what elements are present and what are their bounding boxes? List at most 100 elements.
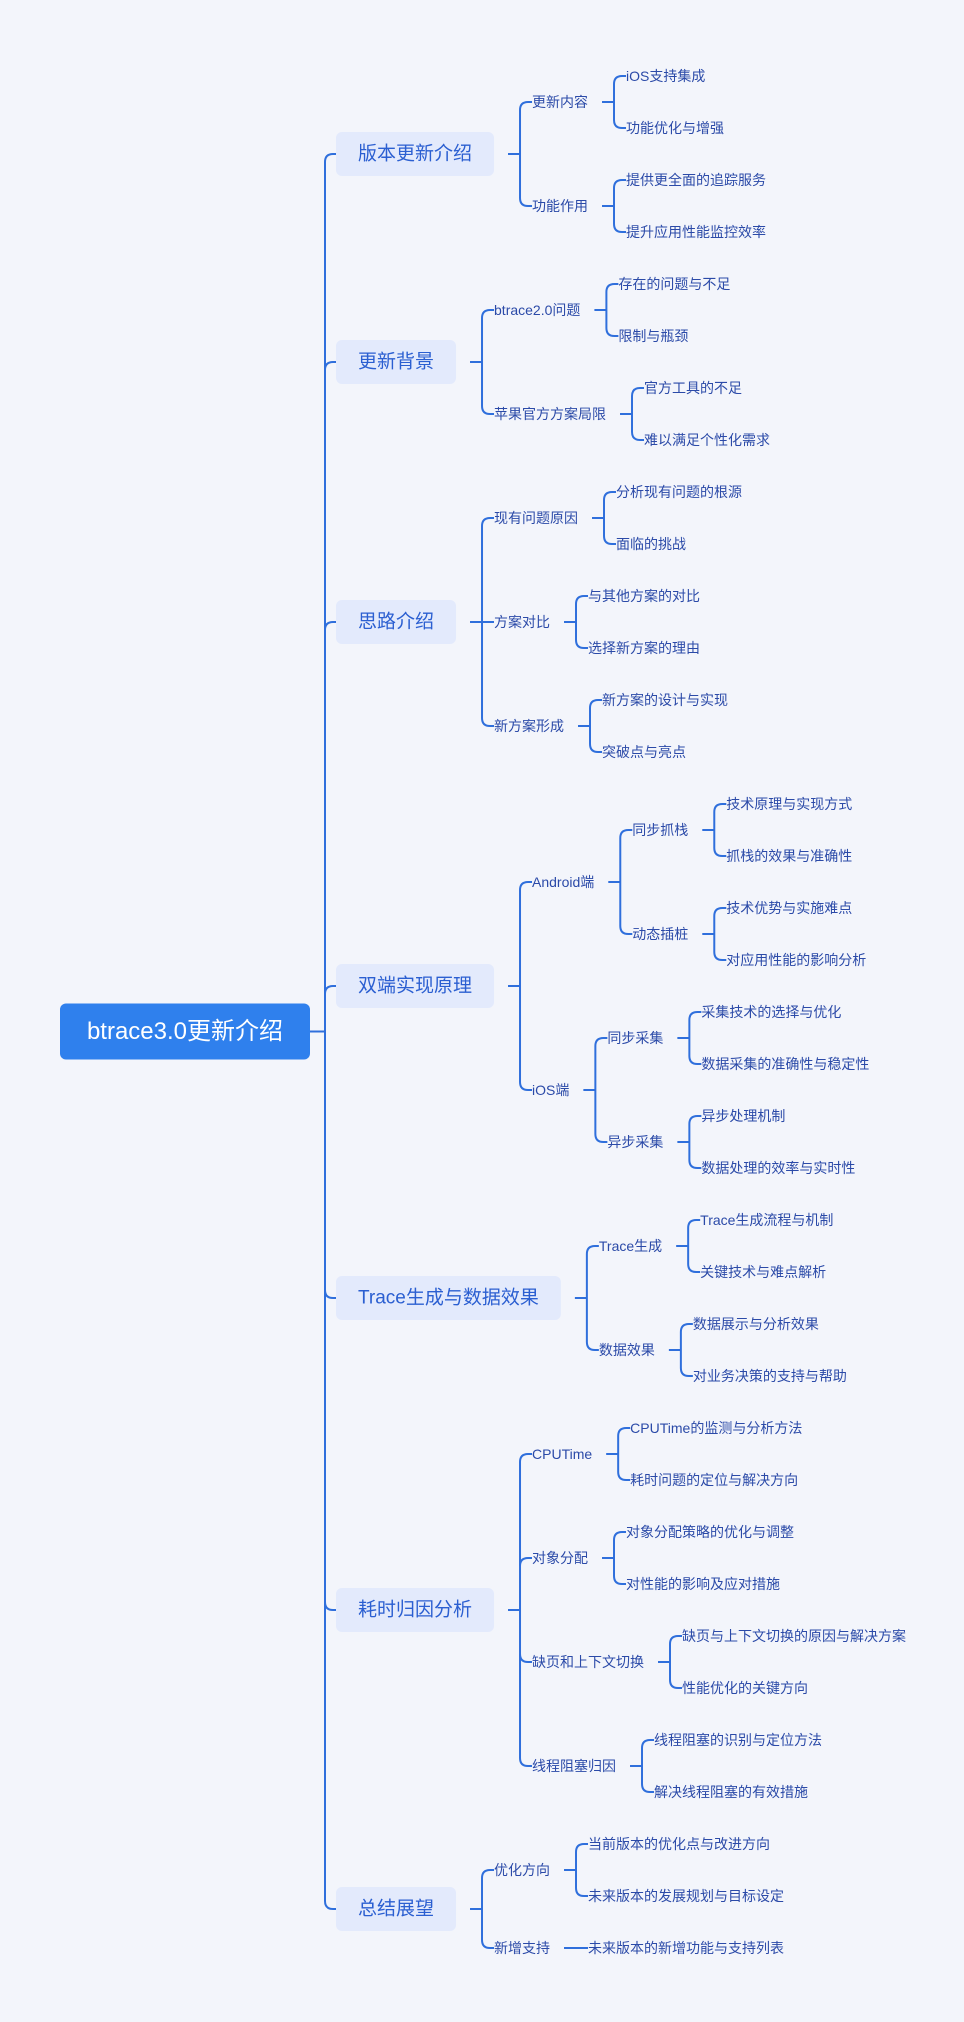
- leaf-topic[interactable]: 官方工具的不足: [644, 380, 742, 396]
- leaf-topic[interactable]: 功能优化与增强: [626, 120, 724, 136]
- root-node[interactable]: btrace3.0更新介绍: [60, 1003, 310, 1060]
- leaf-topic[interactable]: 对业务决策的支持与帮助: [693, 1368, 847, 1384]
- connector-line: [688, 1055, 702, 1065]
- subtopic-node[interactable]: 更新内容: [532, 94, 588, 110]
- leaf-topic-label: 异步处理机制: [701, 1108, 785, 1124]
- leaf-topic[interactable]: 抓栈的效果与准确性: [726, 848, 852, 864]
- leaf-topic[interactable]: 技术优势与实施难点: [726, 900, 852, 916]
- leaf-topic[interactable]: 解决线程阻塞的有效措施: [654, 1784, 808, 1800]
- branch-node-box: [336, 1887, 457, 1931]
- leaf-topic[interactable]: 对象分配策略的优化与调整: [626, 1524, 794, 1540]
- leaf-topic-label: 存在的问题与不足: [618, 276, 730, 292]
- subtopic-node[interactable]: 功能作用: [532, 198, 588, 214]
- leaf-topic[interactable]: 数据展示与分析效果: [693, 1316, 819, 1332]
- leaf-topic[interactable]: 对应用性能的影响分析: [726, 952, 866, 968]
- connector-line: [324, 361, 336, 371]
- connector-line: [481, 405, 495, 415]
- subtopic-node[interactable]: iOS端: [532, 1082, 569, 1098]
- leaf-topic[interactable]: 当前版本的优化点与改进方向: [588, 1836, 770, 1852]
- leaf-topic[interactable]: 数据处理的效率与实时性: [701, 1160, 855, 1176]
- leaf-topic[interactable]: 耗时问题的定位与解决方向: [630, 1472, 798, 1488]
- subtopic-node[interactable]: 新方案形成: [494, 718, 564, 734]
- leaf-topic[interactable]: 限制与瓶颈: [618, 328, 688, 344]
- subtopic-node[interactable]: 数据效果: [599, 1342, 655, 1358]
- leaf-topic-label: 选择新方案的理由: [588, 640, 700, 656]
- branch-node[interactable]: 双端实现原理: [336, 964, 495, 1008]
- subtopic-node[interactable]: 同步采集: [607, 1030, 663, 1046]
- leaf-topic[interactable]: 性能优化的关键方向: [682, 1680, 808, 1696]
- branch-node[interactable]: 版本更新介绍: [336, 132, 495, 176]
- branch-node[interactable]: 思路介绍: [336, 600, 457, 644]
- leaf-topic-label: 提升应用性能监控效率: [626, 224, 766, 240]
- leaf-topic[interactable]: 对性能的影响及应对措施: [626, 1576, 780, 1592]
- leaf-topic-label: 难以满足个性化需求: [644, 432, 770, 448]
- leaf-topic[interactable]: 分析现有问题的根源: [616, 484, 742, 500]
- connector-line: [641, 1783, 655, 1793]
- connector-line: [641, 1739, 655, 1749]
- leaf-topic[interactable]: 与其他方案的对比: [588, 588, 700, 604]
- leaf-topic[interactable]: 异步处理机制: [701, 1108, 785, 1124]
- leaf-topic[interactable]: 难以满足个性化需求: [644, 432, 770, 448]
- subtopic-node[interactable]: Trace生成: [599, 1238, 662, 1254]
- branch-node[interactable]: 更新背景: [336, 340, 457, 384]
- connector-line: [481, 1939, 495, 1949]
- leaf-topic[interactable]: 面临的挑战: [616, 536, 686, 552]
- leaf-topic[interactable]: 未来版本的发展规划与目标设定: [588, 1888, 784, 1904]
- leaf-topic[interactable]: 关键技术与难点解析: [700, 1264, 826, 1280]
- leaf-topic[interactable]: 采集技术的选择与优化: [701, 1004, 841, 1020]
- subtopic-node[interactable]: 缺页和上下文切换: [532, 1654, 644, 1670]
- connector-line: [481, 517, 495, 527]
- subtopic-node[interactable]: 新增支持: [494, 1940, 550, 1956]
- connector-line: [519, 1653, 533, 1663]
- leaf-topic-label: 面临的挑战: [616, 536, 686, 552]
- subtopic-label: btrace2.0问题: [494, 302, 580, 318]
- leaf-topic-label: 未来版本的发展规划与目标设定: [588, 1888, 784, 1904]
- leaf-topic-label: 功能优化与增强: [626, 120, 724, 136]
- subtopic-node[interactable]: 方案对比: [494, 614, 550, 630]
- leaf-topic-label: 对应用性能的影响分析: [726, 952, 866, 968]
- leaf-topic[interactable]: 线程阻塞的识别与定位方法: [654, 1732, 822, 1748]
- branch-node[interactable]: Trace生成与数据效果: [336, 1276, 561, 1320]
- leaf-topic[interactable]: 新方案的设计与实现: [602, 692, 728, 708]
- subtopic-node[interactable]: 现有问题原因: [494, 510, 578, 526]
- subtopic-node[interactable]: Android端: [532, 874, 594, 890]
- subtopic-node[interactable]: 动态插桩: [632, 926, 688, 942]
- leaf-topic[interactable]: 缺页与上下文切换的原因与解决方案: [682, 1628, 906, 1644]
- connector-line: [713, 951, 727, 961]
- leaf-topic-label: CPUTime的监测与分析方法: [630, 1420, 802, 1436]
- subtopic-node[interactable]: 异步采集: [607, 1134, 663, 1150]
- branch-node-label: 总结展望: [358, 1898, 434, 1920]
- subtopic-node[interactable]: btrace2.0问题: [494, 302, 580, 318]
- connector-line: [617, 1471, 631, 1481]
- leaf-topic[interactable]: 选择新方案的理由: [588, 640, 700, 656]
- leaf-topic[interactable]: 数据采集的准确性与稳定性: [701, 1056, 869, 1072]
- leaf-topic[interactable]: 技术原理与实现方式: [726, 796, 852, 812]
- connector-line: [589, 699, 603, 709]
- subtopic-node[interactable]: 优化方向: [494, 1862, 550, 1878]
- leaf-topic-label: 当前版本的优化点与改进方向: [588, 1836, 770, 1852]
- subtopic-node[interactable]: 苹果官方方案局限: [494, 406, 606, 422]
- connector-line: [585, 1245, 599, 1255]
- subtopic-node[interactable]: 同步抓栈: [632, 822, 688, 838]
- connector-line: [519, 881, 533, 891]
- branch-node[interactable]: 总结展望: [336, 1887, 457, 1931]
- connector-line: [617, 1427, 631, 1437]
- subtopic-label: 优化方向: [494, 1862, 550, 1878]
- subtopic-node[interactable]: CPUTime: [532, 1446, 592, 1462]
- leaf-topic[interactable]: 提供更全面的追踪服务: [626, 172, 766, 188]
- subtopic-node[interactable]: 线程阻塞归因: [532, 1758, 616, 1774]
- leaf-topic[interactable]: Trace生成流程与机制: [700, 1212, 833, 1228]
- subtopic-label: 更新内容: [532, 94, 588, 110]
- subtopic-node[interactable]: 对象分配: [532, 1550, 588, 1566]
- leaf-topic[interactable]: CPUTime的监测与分析方法: [630, 1420, 802, 1436]
- leaf-topic[interactable]: iOS支持集成: [626, 68, 705, 84]
- leaf-topic[interactable]: 突破点与亮点: [602, 744, 686, 760]
- connector-line: [605, 283, 619, 293]
- leaf-topic-label: 线程阻塞的识别与定位方法: [654, 1732, 822, 1748]
- branch-node[interactable]: 耗时归因分析: [336, 1588, 495, 1632]
- subtopic-label: 线程阻塞归因: [532, 1758, 616, 1774]
- leaf-topic[interactable]: 存在的问题与不足: [618, 276, 730, 292]
- leaf-topic[interactable]: 提升应用性能监控效率: [626, 224, 766, 240]
- connector-line: [669, 1635, 683, 1645]
- leaf-topic[interactable]: 未来版本的新增功能与支持列表: [588, 1940, 784, 1956]
